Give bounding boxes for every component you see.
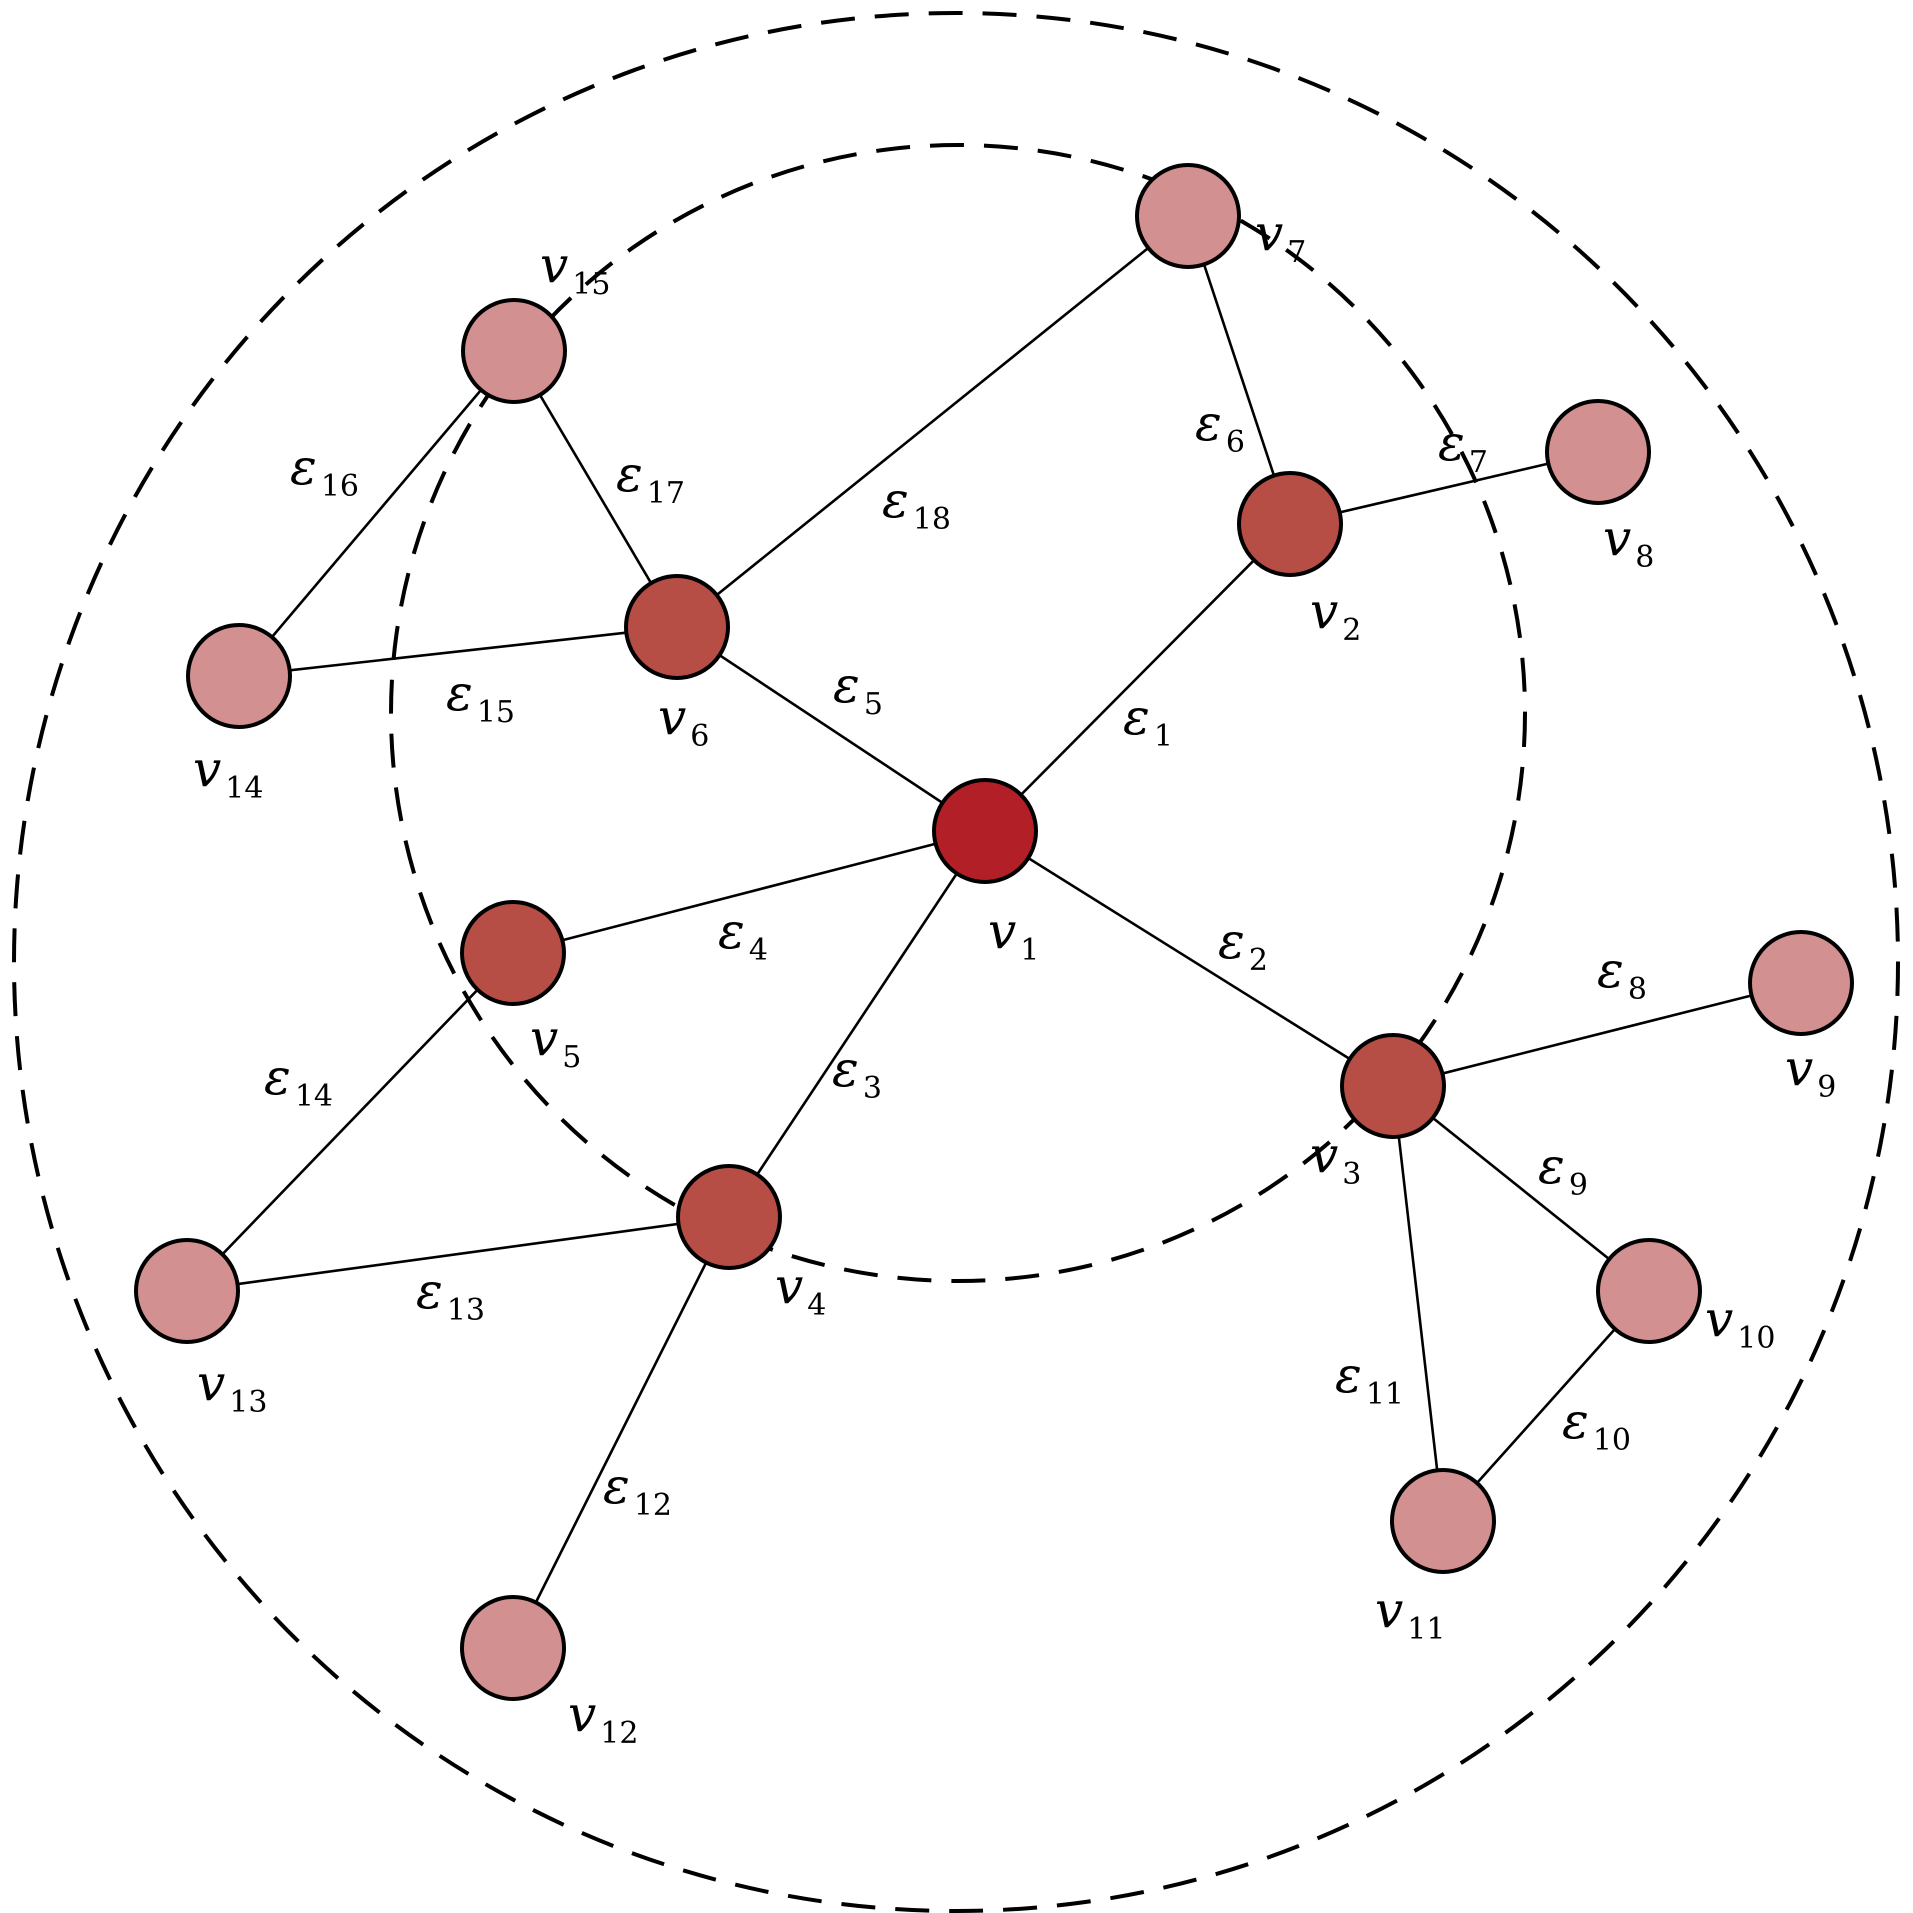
node-v11 — [1390, 1468, 1496, 1574]
edge-e6 — [1186, 215, 1292, 525]
node-v13 — [134, 1238, 240, 1344]
edge-e5 — [676, 625, 986, 833]
edge-e1 — [984, 523, 1291, 832]
node-v3 — [1340, 1033, 1446, 1139]
edge-e2 — [984, 829, 1394, 1088]
node-v12 — [460, 1595, 566, 1701]
edge-e9 — [1392, 1084, 1650, 1293]
inner-dashed-ring — [389, 143, 1527, 1283]
node-v14 — [186, 623, 292, 729]
node-v2 — [1237, 471, 1343, 577]
nodes-layer — [134, 163, 1854, 1701]
node-v15 — [461, 298, 567, 404]
node-v7 — [1135, 163, 1241, 269]
node-v6 — [624, 574, 730, 680]
node-v9 — [1748, 930, 1854, 1036]
edge-e17 — [512, 350, 679, 628]
edge-e11 — [1391, 1085, 1445, 1522]
edge-e3 — [727, 830, 987, 1218]
edge-e18 — [676, 214, 1189, 629]
edge-e16 — [238, 350, 515, 677]
node-v10 — [1596, 1238, 1702, 1344]
edge-e12 — [511, 1216, 731, 1649]
edge-e15 — [238, 625, 678, 678]
node-v1 — [932, 778, 1038, 884]
edge-e14 — [186, 952, 514, 1292]
edge-e13 — [186, 1215, 730, 1293]
outer-dashed-ring — [12, 11, 1900, 1913]
node-v5 — [460, 900, 566, 1006]
node-v4 — [676, 1164, 782, 1270]
edge-e4 — [512, 829, 986, 955]
edge-e8 — [1392, 981, 1802, 1088]
node-v8 — [1545, 399, 1651, 505]
